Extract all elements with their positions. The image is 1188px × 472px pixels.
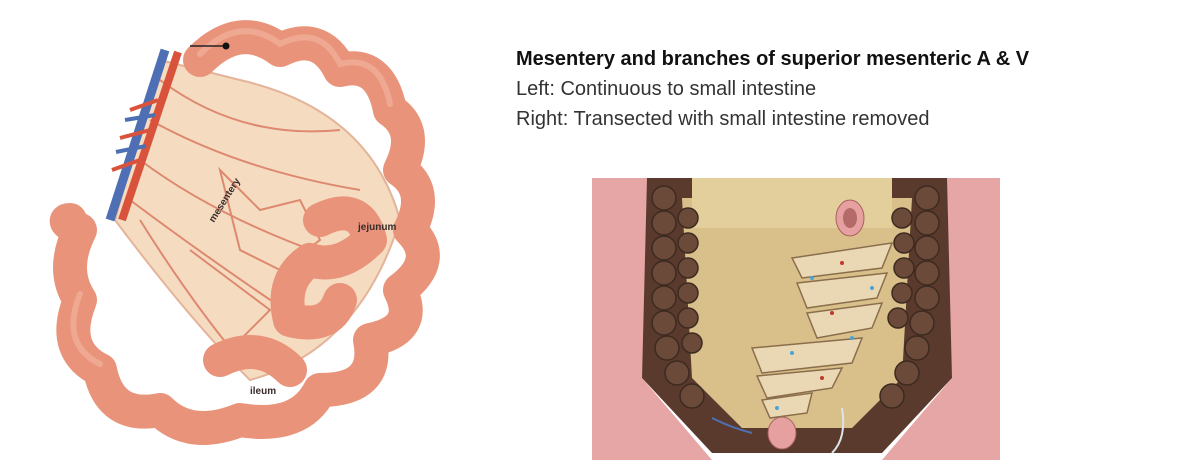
slide-caption: Mesentery and branches of superior mesen… bbox=[516, 44, 1029, 134]
ileum-label: ileum bbox=[250, 386, 277, 397]
small-intestine-illustration: mesentery jejunum ileum bbox=[40, 20, 480, 460]
mesentery-transected-drawing bbox=[592, 178, 1000, 460]
intestine-drawing bbox=[49, 20, 440, 445]
slide-title: Mesentery and branches of superior mesen… bbox=[516, 48, 1030, 70]
caption-line-left: Left: Continuous to small intestine bbox=[516, 78, 817, 100]
jejunum-label: jejunum bbox=[358, 222, 397, 233]
abdominal-cavity-illustration bbox=[592, 178, 1000, 460]
caption-line-right: Right: Transected with small intestine r… bbox=[516, 108, 930, 130]
